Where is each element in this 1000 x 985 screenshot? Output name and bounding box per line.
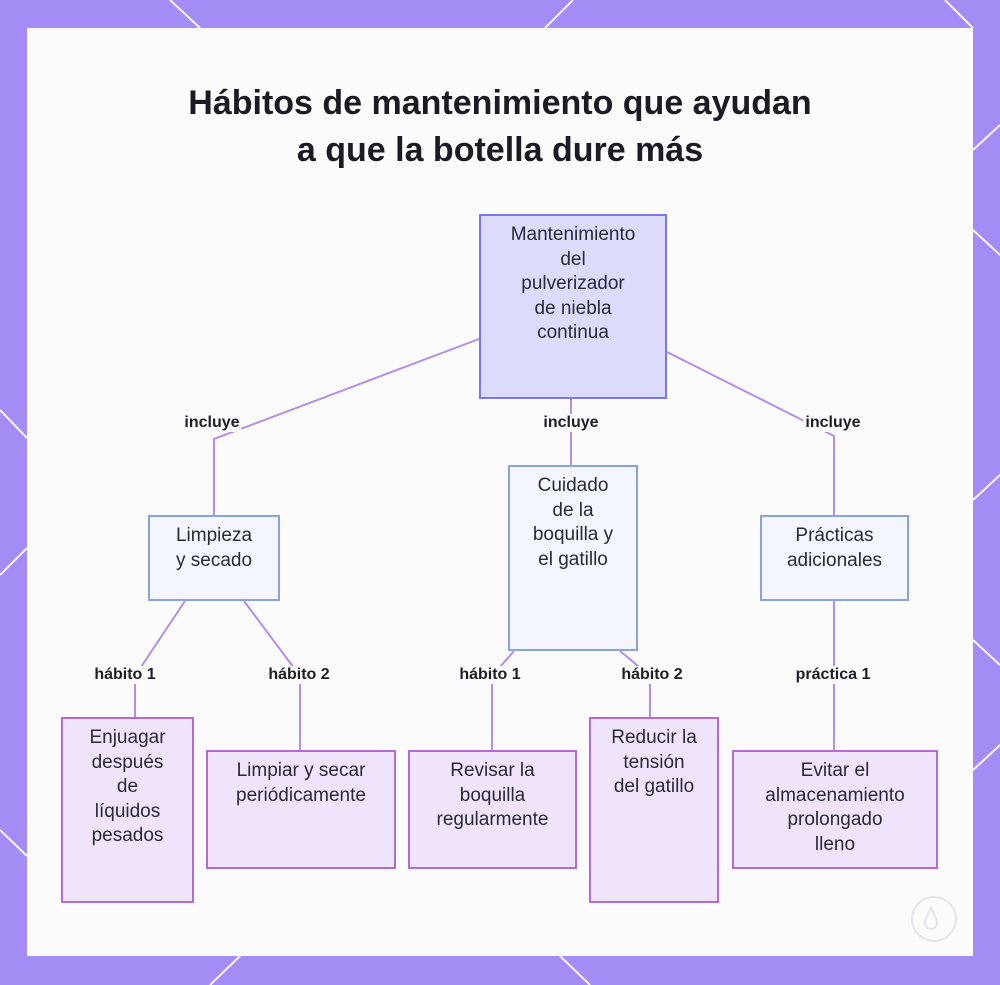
node-additional-practices: Prácticas adicionales	[760, 515, 909, 601]
edge-root-cleaning	[213, 338, 480, 515]
node-cleaning-drying: Limpieza y secado	[148, 515, 280, 601]
edge-label-habit-1a: hábito 1	[92, 666, 158, 684]
node-nozzle-trigger: Cuidado de la boquilla y el gatillo	[508, 465, 638, 651]
edge-label-habit-1b: hábito 1	[457, 666, 523, 684]
node-clean-dry-periodically: Limpiar y secar periódicamente	[206, 750, 396, 869]
watermark-logo-icon	[911, 896, 957, 942]
edge-nozzle-reduce	[619, 650, 651, 717]
diagram-title: Hábitos de mantenimiento que ayudan a qu…	[27, 80, 973, 174]
node-check-nozzle: Revisar la boquilla regularmente	[408, 750, 577, 869]
node-root-maintenance: Mantenimiento del pulverizador de niebla…	[479, 214, 667, 399]
edge-label-habit-2a: hábito 2	[266, 666, 332, 684]
edge-root-practices	[666, 351, 835, 515]
edge-label-habit-2b: hábito 2	[619, 666, 685, 684]
node-rinse-heavy-liquids: Enjuagar después de líquidos pesados	[61, 717, 194, 903]
title-line-1: Hábitos de mantenimiento que ayudan	[188, 84, 812, 122]
edge-label-includes-1: incluye	[182, 414, 242, 432]
edge-cleaning-rinse	[134, 600, 186, 717]
edge-label-practice-1: práctica 1	[793, 666, 873, 684]
edge-label-includes-2: incluye	[541, 414, 601, 432]
node-reduce-trigger-tension: Reducir la tensión del gatillo	[589, 717, 719, 903]
diagram-panel: Hábitos de mantenimiento que ayudan a qu…	[27, 28, 973, 956]
title-line-2: a que la botella dure más	[296, 131, 704, 169]
node-avoid-full-storage: Evitar el almacenamiento prolongado llen…	[732, 750, 938, 869]
edge-label-includes-3: incluye	[803, 414, 863, 432]
